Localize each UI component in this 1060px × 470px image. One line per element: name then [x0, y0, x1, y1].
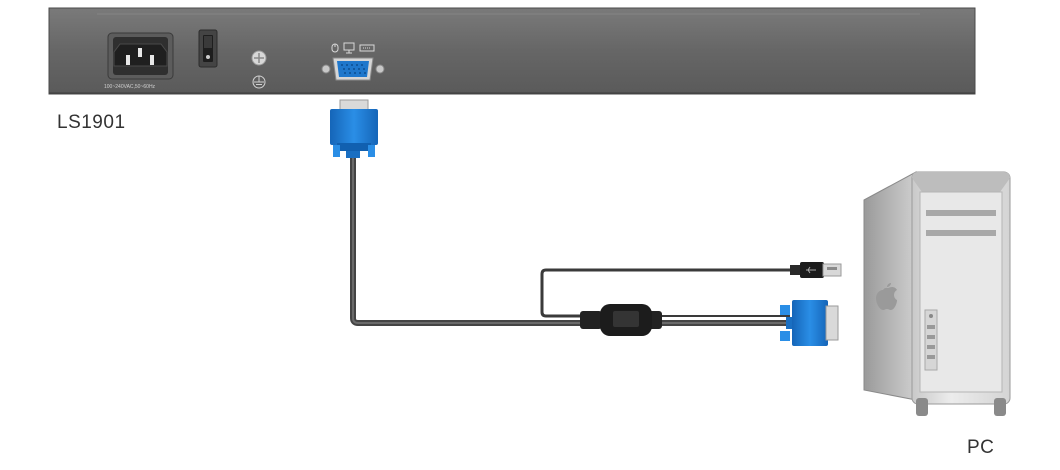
power-rating-label: 100~240VAC,50~60Hz: [104, 84, 156, 90]
device-rear-panel: [48, 7, 976, 95]
ground-symbol-icon: [252, 75, 266, 89]
mouse-icon: [331, 43, 339, 53]
power-inlet: [107, 32, 174, 80]
monitor-icon: [343, 42, 355, 54]
power-switch: [198, 29, 218, 68]
device-model-label: LS1901: [57, 112, 126, 133]
kvm-cable: [350, 158, 790, 326]
usb-connector: [790, 262, 842, 278]
ground-terminal: [251, 50, 267, 66]
vga-port: [321, 57, 385, 81]
keyboard-icon: [359, 44, 375, 52]
vga-connector-device-side: [330, 99, 378, 158]
pc-label: PC: [967, 437, 995, 458]
apple-logo-icon: [876, 283, 897, 310]
vga-connector-pc-side: [780, 300, 839, 346]
cable-splitter: [580, 304, 662, 336]
pc-tower: [863, 171, 1011, 416]
